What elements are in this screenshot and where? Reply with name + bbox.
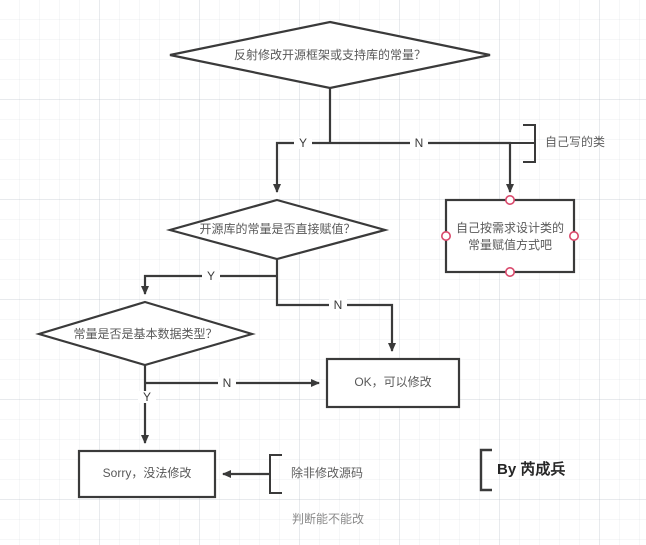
diagram-caption: 判断能不能改 xyxy=(291,512,364,526)
signature-label: By 芮成兵 xyxy=(497,461,566,478)
decision-node-q1[interactable] xyxy=(169,20,491,90)
connector-q2-yes xyxy=(141,274,277,295)
connector-q1-yes xyxy=(273,141,330,193)
edge-label-q1-yes: Y xyxy=(294,137,312,149)
selection-handle-top[interactable] xyxy=(504,195,515,206)
decision-node-q3[interactable] xyxy=(35,300,256,367)
decision-node-q2[interactable] xyxy=(165,198,390,261)
edge-label-q1-no: N xyxy=(410,137,428,149)
signature-bracket xyxy=(479,448,492,492)
annotation-label-source-code: 除非修改源码 xyxy=(291,466,364,480)
selection-handle-right[interactable] xyxy=(568,231,579,242)
selection-handle-bottom[interactable] xyxy=(504,266,515,277)
edge-label-q2-no: N xyxy=(329,299,347,311)
edge-label-q3-yes: Y xyxy=(138,391,156,403)
connector-q2-no xyxy=(275,276,396,352)
edge-label-q3-no: N xyxy=(218,377,236,389)
process-node-sorry[interactable] xyxy=(77,449,217,499)
annotation-label-self-class: 自己写的类 xyxy=(545,135,606,149)
process-node-ok[interactable] xyxy=(325,357,461,409)
process-node-custom-class[interactable] xyxy=(444,198,576,274)
selection-handle-left[interactable] xyxy=(440,231,451,242)
connector-q1-no xyxy=(330,141,514,193)
annotation-bracket-source-code xyxy=(269,454,282,494)
edge-label-q2-yes: Y xyxy=(202,270,220,282)
